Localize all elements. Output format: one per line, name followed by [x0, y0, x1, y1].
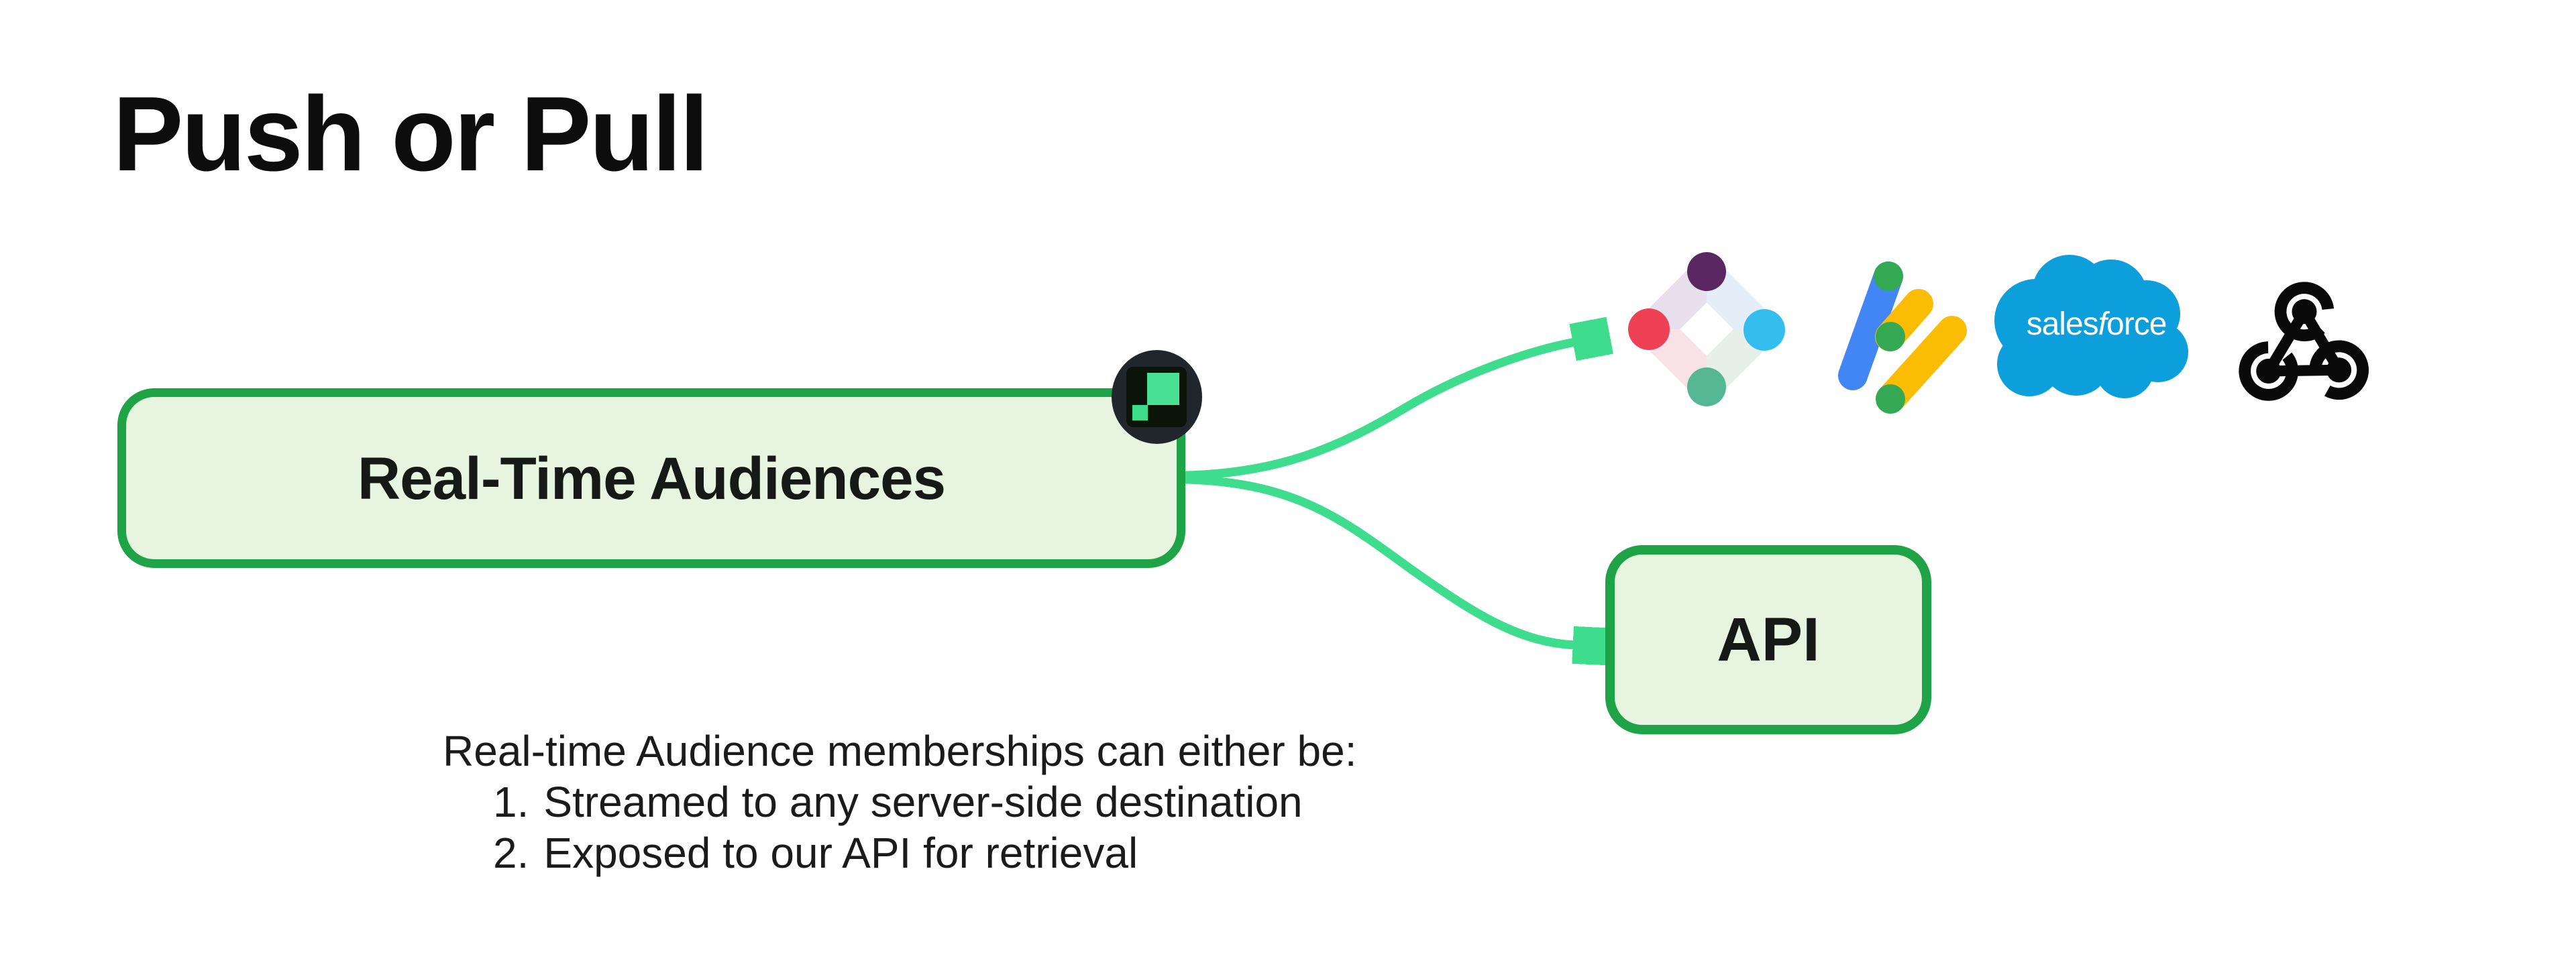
api-label: API [1717, 605, 1820, 674]
real-time-audiences-box: Real-Time Audiences [117, 388, 1185, 568]
gam-green-dot-2 [1876, 322, 1905, 351]
arrow-to-api [1184, 475, 1575, 645]
gam-green-dot-1 [1874, 262, 1903, 291]
note-block: Real-time Audience memberships can eithe… [443, 726, 1357, 877]
real-time-audiences-label: Real-Time Audiences [357, 444, 946, 512]
page-title: Push or Pull [113, 75, 709, 193]
gam-green-dot-3 [1876, 384, 1905, 414]
iterable-blue-dot [1743, 309, 1785, 351]
salesforce-wordmark: salesforce [2002, 306, 2190, 343]
iterable-red-dot [1628, 308, 1670, 350]
note-item-2-text: Exposed to our API for retrieval [543, 829, 1138, 877]
api-box: API [1605, 545, 1931, 734]
google-ad-manager-logo-icon [1838, 262, 1967, 414]
iterable-purple-dot [1687, 252, 1726, 291]
webhook-logo-icon [2239, 282, 2369, 401]
note-item-1: 1. Streamed to any server-side destinatio… [493, 776, 1303, 827]
salesforce-logo-icon [1994, 255, 2188, 398]
gam-blue-bar [1838, 262, 1903, 390]
salesforce-wordmark-post: orce [2106, 306, 2167, 342]
brand-logo-big-square [1147, 373, 1179, 405]
salesforce-wordmark-f: f [2098, 306, 2107, 342]
arrow-to-destinations [1184, 342, 1575, 480]
note-item-1-number: 1. [493, 778, 529, 826]
brand-logo-tile [1126, 367, 1187, 427]
note-item-2-number: 2. [493, 829, 529, 877]
iterable-teal-dot [1687, 367, 1726, 406]
note-intro: Real-time Audience memberships can eithe… [443, 727, 1357, 775]
webhook-glyph [2239, 282, 2369, 401]
note-item-2: 2. Exposed to our API for retrieval [493, 827, 1138, 878]
note-item-1-text: Streamed to any server-side destination [543, 778, 1303, 826]
salesforce-cloud [1994, 255, 2188, 398]
salesforce-wordmark-pre: sales [2026, 306, 2099, 342]
gam-yellow-bar-2 [1876, 316, 1967, 413]
brand-logo-small-square [1132, 405, 1148, 420]
brand-logo-icon [1112, 350, 1202, 444]
